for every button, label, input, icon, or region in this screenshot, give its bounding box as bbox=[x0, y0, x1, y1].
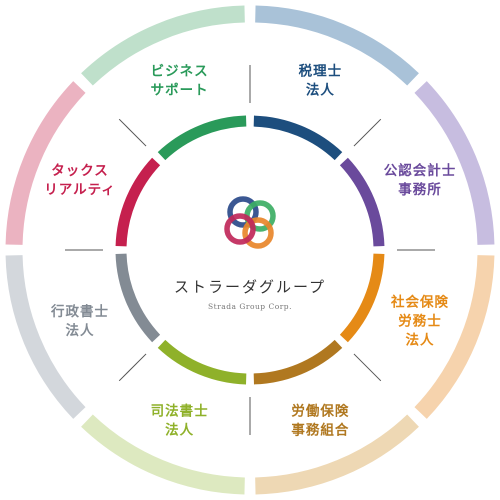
divider-line-7 bbox=[118, 118, 147, 147]
inner-arc-1 bbox=[339, 157, 385, 247]
outer-arc-4 bbox=[81, 414, 245, 495]
group-logo-icon bbox=[224, 196, 276, 249]
segment-label-5-line-0: 行政書士 bbox=[50, 303, 109, 320]
inner-arc-2 bbox=[339, 253, 385, 343]
segment-label-4-line-1: 法人 bbox=[165, 421, 194, 438]
segment-dividers bbox=[65, 65, 435, 435]
inner-arc-5 bbox=[115, 253, 161, 343]
outer-arc-0 bbox=[255, 5, 419, 86]
segment-label-7-line-1: サポート bbox=[151, 82, 209, 99]
divider-line-3 bbox=[353, 353, 382, 382]
segment-label-7-line-0: ビジネス bbox=[151, 64, 209, 80]
inner-arc-4 bbox=[157, 339, 247, 385]
segment-label-0-line-0: 税理士 bbox=[299, 63, 343, 80]
segment-label-3-line-0: 労働保険 bbox=[291, 402, 349, 419]
segment-label-6-line-1: リアルティ bbox=[44, 182, 116, 198]
divider-line-1 bbox=[353, 118, 382, 147]
inner-ring bbox=[115, 115, 385, 385]
outer-ring bbox=[5, 5, 495, 495]
segment-label-6-line-0: タックス bbox=[51, 163, 109, 179]
inner-arc-6 bbox=[115, 157, 161, 247]
outer-arc-2 bbox=[414, 255, 495, 419]
segment-label-1-line-1: 事務所 bbox=[398, 181, 442, 198]
outer-arc-1 bbox=[414, 81, 495, 245]
logo-ring-3 bbox=[224, 213, 256, 245]
inner-arc-7 bbox=[157, 115, 247, 161]
segment-label-4-line-0: 司法書士 bbox=[151, 402, 209, 419]
center-subtitle: Strada Group Corp. bbox=[208, 302, 292, 311]
inner-arc-0 bbox=[253, 115, 343, 161]
segment-label-2-line-1: 労務士 bbox=[398, 312, 442, 329]
segment-label-3-line-1: 事務組合 bbox=[291, 421, 349, 438]
divider-line-5 bbox=[118, 353, 147, 382]
segment-label-1-line-0: 公認会計士 bbox=[384, 162, 457, 179]
outer-arc-5 bbox=[5, 255, 86, 419]
logo-ring-0 bbox=[227, 196, 259, 228]
segment-label-2-line-2: 法人 bbox=[405, 331, 434, 348]
inner-arc-3 bbox=[253, 339, 343, 385]
logo-ring-2 bbox=[242, 217, 274, 249]
segment-label-0-line-1: 法人 bbox=[306, 82, 335, 99]
outer-arc-7 bbox=[81, 5, 245, 86]
outer-arc-6 bbox=[5, 81, 86, 245]
segment-labels: 税理士法人公認会計士事務所社会保険労務士法人労働保険事務組合司法書士法人行政書士… bbox=[44, 63, 457, 439]
segment-label-2-line-0: 社会保険 bbox=[390, 293, 449, 310]
segment-label-5-line-1: 法人 bbox=[66, 322, 95, 339]
outer-arc-3 bbox=[255, 414, 419, 495]
center-title: ストラーダグループ bbox=[174, 278, 326, 296]
